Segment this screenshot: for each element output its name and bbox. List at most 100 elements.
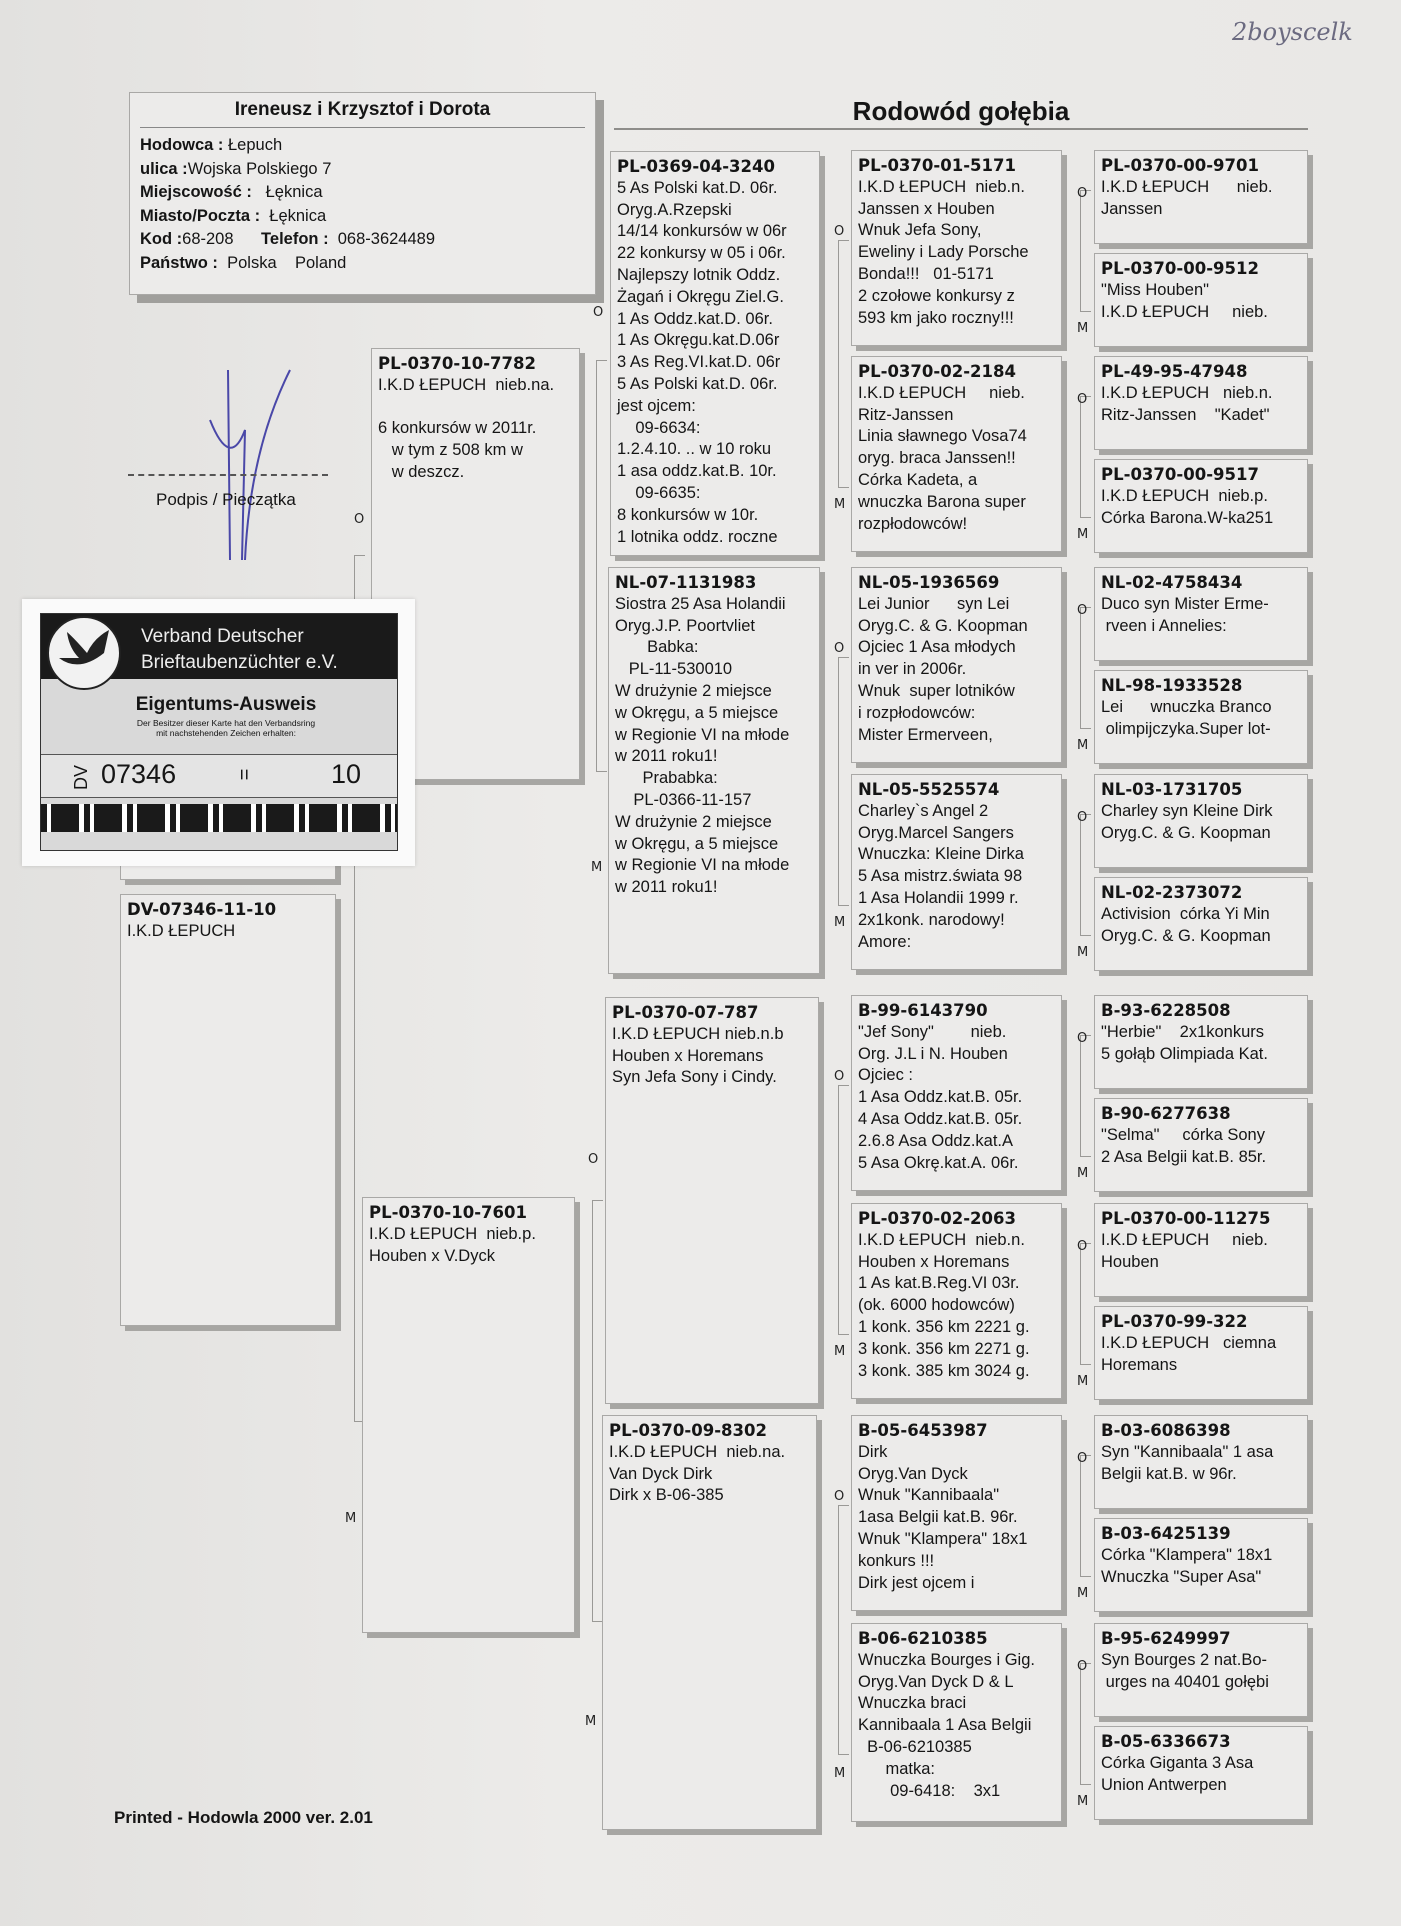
pigeon-info-line: I.K.D ŁEPUCH nieb.: [1101, 302, 1268, 321]
pigeon-info-line: Córka Barona.W-ka251: [1101, 508, 1274, 527]
pedigree-connector: [1080, 814, 1091, 936]
pigeon-info-line: Córka "Klampera" 18x1: [1101, 1545, 1273, 1564]
pigeon-info-line: Oryg.C. & G. Koopman: [858, 616, 1028, 635]
pigeon-info-line: 2x1konk. narodowy!: [858, 910, 1005, 929]
breeder-row-ulica: ulica :Wojska Polskiego 7: [140, 159, 332, 178]
ring-number: PL-49-95-47948: [1101, 362, 1248, 381]
ring-number: B-99-6143790: [858, 1001, 988, 1020]
pigeon-info-line: w 2011 roku1!: [615, 878, 718, 897]
dam-label: M: [1077, 1585, 1089, 1601]
pedigree-connector: [1080, 1663, 1091, 1785]
pigeon-info-line: Janssen: [1101, 199, 1163, 218]
sire-label: O: [834, 1489, 845, 1505]
pigeon-info-line: 3 As Reg.VI.kat.D. 06r: [617, 353, 781, 372]
pigeon-info-line: Dirk x B-06-385: [609, 1486, 724, 1505]
pigeon-info-line: Kannibaala 1 Asa Belgii: [858, 1716, 1032, 1735]
ring-number: PL-0370-01-5171: [858, 156, 1016, 175]
pigeon-info-line: Wnuczka braci: [858, 1694, 967, 1713]
ring-number: PL-0370-00-9512: [1101, 259, 1259, 278]
breeder-row-panstwo: Państwo : Polska Poland: [140, 253, 347, 272]
ring-number: PL-0370-10-7782: [378, 354, 536, 373]
ring-number: NL-02-2373072: [1101, 883, 1243, 902]
dam-label: M: [834, 1344, 846, 1360]
pigeon-info-line: 3 konk. 385 km 3024 g.: [858, 1361, 1030, 1380]
breeder-row-miejscowosc: Miejscowość : Łęknica: [140, 183, 323, 201]
ring-number: PL-0370-02-2063: [858, 1209, 1016, 1228]
ring-number: PL-0370-02-2184: [858, 362, 1016, 381]
pigeon-info-line: Prababka:: [615, 769, 718, 788]
pedigree-connector: [1080, 190, 1091, 312]
pigeon-info-line: Siostra 25 Asa Holandii: [615, 594, 786, 613]
sire-label: O: [834, 224, 845, 240]
card-ring-number: DV 07346 = 10: [41, 754, 397, 798]
pigeon-info-line: B-06-6210385: [858, 1737, 972, 1756]
ring-number: PL-0370-09-8302: [609, 1421, 767, 1440]
pigeon-info-line: rozpłodowców!: [858, 514, 968, 533]
pigeon-info-line: 2 Asa Belgii kat.B. 85r.: [1101, 1147, 1267, 1166]
pigeon-info-line: "Herbie" 2x1konkurs: [1101, 1022, 1265, 1041]
pigeon-info-line: Wnuk Jefa Sony,: [858, 221, 982, 240]
pigeon-info-line: 09-6418: 3x1: [858, 1781, 1001, 1800]
pigeon-info-line: Janssen x Houben: [858, 199, 995, 218]
pigeon-info-line: Lei wnuczka Branco: [1101, 697, 1272, 716]
pigeon-info-line: 1 Asa Holandii 1999 r.: [858, 888, 1019, 907]
pigeon-info-line: 09-6634:: [617, 418, 701, 437]
pigeon-info-line: 1 As Oddz.kat.D. 06r.: [617, 309, 773, 328]
pigeon-info-line: Duco syn Mister Erme-: [1101, 594, 1269, 613]
pigeon-info-line: Córka Kadeta, a: [858, 470, 978, 489]
ring-number: NL-98-1933528: [1101, 676, 1243, 695]
pigeon-info-line: 1.2.4.10. .. w 10 roku: [617, 440, 772, 459]
pigeon-info-line: W drużynie 2 miejsce: [615, 681, 772, 700]
pigeon-info-line: 5 gołąb Olimpiada Kat.: [1101, 1044, 1268, 1063]
pedigree-connector: [596, 360, 607, 772]
pigeon-info-line: 2.6.8 Asa Oddz.kat.A: [858, 1131, 1014, 1150]
ring-number: NL-05-1936569: [858, 573, 1000, 592]
sire-label: O: [1077, 602, 1088, 618]
pigeon-info-line: Oryg.C. & G. Koopman: [1101, 926, 1271, 945]
pedigree-connector: [1080, 1243, 1091, 1365]
pigeon-info-line: 593 km jako roczny!!!: [858, 308, 1014, 327]
pedigree-connector: [592, 1200, 603, 1622]
breeder-name: Ireneusz i Krzysztof i Dorota: [140, 99, 585, 128]
pigeon-info-line: Wnuk super lotników: [858, 681, 1015, 700]
breeder-row-miasto: Miasto/Poczta : Łęknica: [140, 206, 327, 225]
ring-number: B-05-6336673: [1101, 1732, 1231, 1751]
pigeon-info-line: i rozpłodowców:: [858, 703, 976, 722]
pigeon-info-line: Mister Ermerveen,: [858, 725, 993, 744]
pigeon-info-line: Wnuk "Kannibaala": [858, 1486, 1000, 1505]
pigeon-info-line: Bonda!!! 01-5171: [858, 264, 994, 283]
dam-label: M: [1077, 1165, 1089, 1181]
pedigree-connector: [1080, 396, 1091, 518]
pigeon-info-line: w Okręgu, a 5 miejsce: [615, 703, 779, 722]
pigeon-info-line: olimpijczyka.Super lot-: [1101, 719, 1271, 738]
pigeon-info-line: "Miss Houben": [1101, 280, 1210, 299]
sire-label: O: [1077, 185, 1088, 201]
pigeon-info-line: Ritz-Janssen: [858, 405, 954, 424]
pigeon-info-line: 4 Asa Oddz.kat.B. 05r.: [858, 1109, 1023, 1128]
pedigree-connector: [354, 555, 365, 1422]
pigeon-info-line: 1 konk. 356 km 2221 g.: [858, 1317, 1030, 1336]
pigeon-info-line: "Jef Sony" nieb.: [858, 1022, 1007, 1041]
ring-number: PL-0370-00-9701: [1101, 156, 1259, 175]
pigeon-info-line: 1asa Belgii kat.B. 96r.: [858, 1508, 1018, 1527]
pigeon-info-line: Wnuczka "Super Asa": [1101, 1567, 1262, 1586]
pigeon-info-line: w Regionie VI na młode: [615, 856, 790, 875]
dam-label: M: [1077, 944, 1089, 960]
pigeon-info-line: Ojciec 1 Asa młodych: [858, 638, 1016, 657]
card-heading: Eigentums-Ausweis: [135, 694, 317, 715]
breeder-row-kod-telefon: Kod :68-208 Telefon : 068-3624489: [140, 230, 436, 248]
ring-number: PL-0370-00-11275: [1101, 1209, 1271, 1228]
pigeon-info-line: Houben x Horemans: [858, 1252, 1010, 1271]
ring-number: PL-0369-04-3240: [617, 157, 775, 176]
pigeon-info-line: 5 As Polski kat.D. 06r.: [617, 178, 778, 197]
